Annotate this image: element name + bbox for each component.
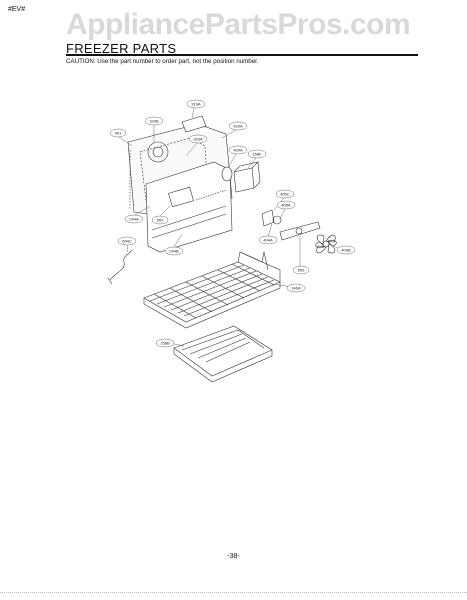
callout-405a: 405A [276, 200, 296, 210]
callout-text: 158F [252, 152, 262, 157]
callout-text: 140A [291, 286, 301, 291]
box-158f-part [233, 167, 255, 193]
page-number: -38- [227, 553, 240, 560]
callout-409b: 409B [336, 245, 356, 255]
callout-420a: 420A [228, 121, 248, 131]
watermark: AppliancePartsPros.com [66, 8, 411, 41]
fan-housing-circle [147, 141, 169, 163]
duct-inner-panel [139, 137, 209, 205]
callout-text: 604C [122, 239, 132, 244]
fan-bracket-part [279, 221, 321, 241]
wire-harness-604c-part [109, 249, 133, 281]
callout-294b: 294B [164, 246, 184, 256]
bottom-rule [0, 592, 467, 593]
callout-158f: 158F [247, 149, 267, 159]
callout-text: 409B [341, 248, 351, 253]
callout-333a: 333A [188, 134, 208, 144]
callout-text: 320B [149, 119, 159, 124]
callout-405c: 405C [275, 189, 295, 199]
callout-320b: 320B [144, 116, 164, 126]
callout-text: 405A [281, 203, 291, 208]
page-title: FREEZER PARTS [66, 41, 177, 56]
callout-294a: 294A [124, 214, 144, 224]
callout-text: 294B [169, 249, 179, 254]
callout-316a: 316A [186, 99, 206, 109]
callout-158b: 158B [155, 338, 175, 348]
corner-tag: #EV# [8, 6, 26, 13]
callout-text: 294A [129, 217, 139, 222]
grille-shroud-part [145, 161, 233, 253]
callout-text: 409A [233, 148, 243, 153]
callout-140a: 140A [286, 283, 306, 293]
callout-labels: 316A 320B 301 333A 420A 409A 158F 405C 4… [109, 99, 356, 348]
callout-404a: 404A [258, 235, 278, 245]
callout-409a: 409A [228, 145, 248, 155]
bracket-316a-part [181, 115, 207, 133]
callout-text: 420A [233, 124, 243, 129]
callout-text: 333A [193, 137, 203, 142]
callout-text: 158B [160, 341, 170, 346]
tray-158b-part [173, 325, 273, 383]
callout-text: 301 [115, 131, 122, 136]
motor-bracket-part [261, 209, 275, 227]
wire-shelf-140a-part [143, 251, 281, 329]
callout-text: 404A [263, 238, 273, 243]
fan-blade-409b-part [315, 234, 337, 254]
knob-409a-part [221, 166, 233, 182]
callout-text: 405C [280, 192, 290, 197]
callout-502: 502 [151, 215, 169, 225]
callout-301: 301 [109, 128, 127, 138]
callout-500: 500 [292, 265, 310, 275]
callout-604c: 604C [117, 236, 137, 246]
callout-text: 316A [191, 102, 201, 107]
callout-text: 502 [157, 218, 164, 223]
caution-note: CAUTION: Use the part number to order pa… [66, 58, 259, 65]
title-rule [66, 54, 418, 56]
callout-text: 500 [298, 268, 305, 273]
